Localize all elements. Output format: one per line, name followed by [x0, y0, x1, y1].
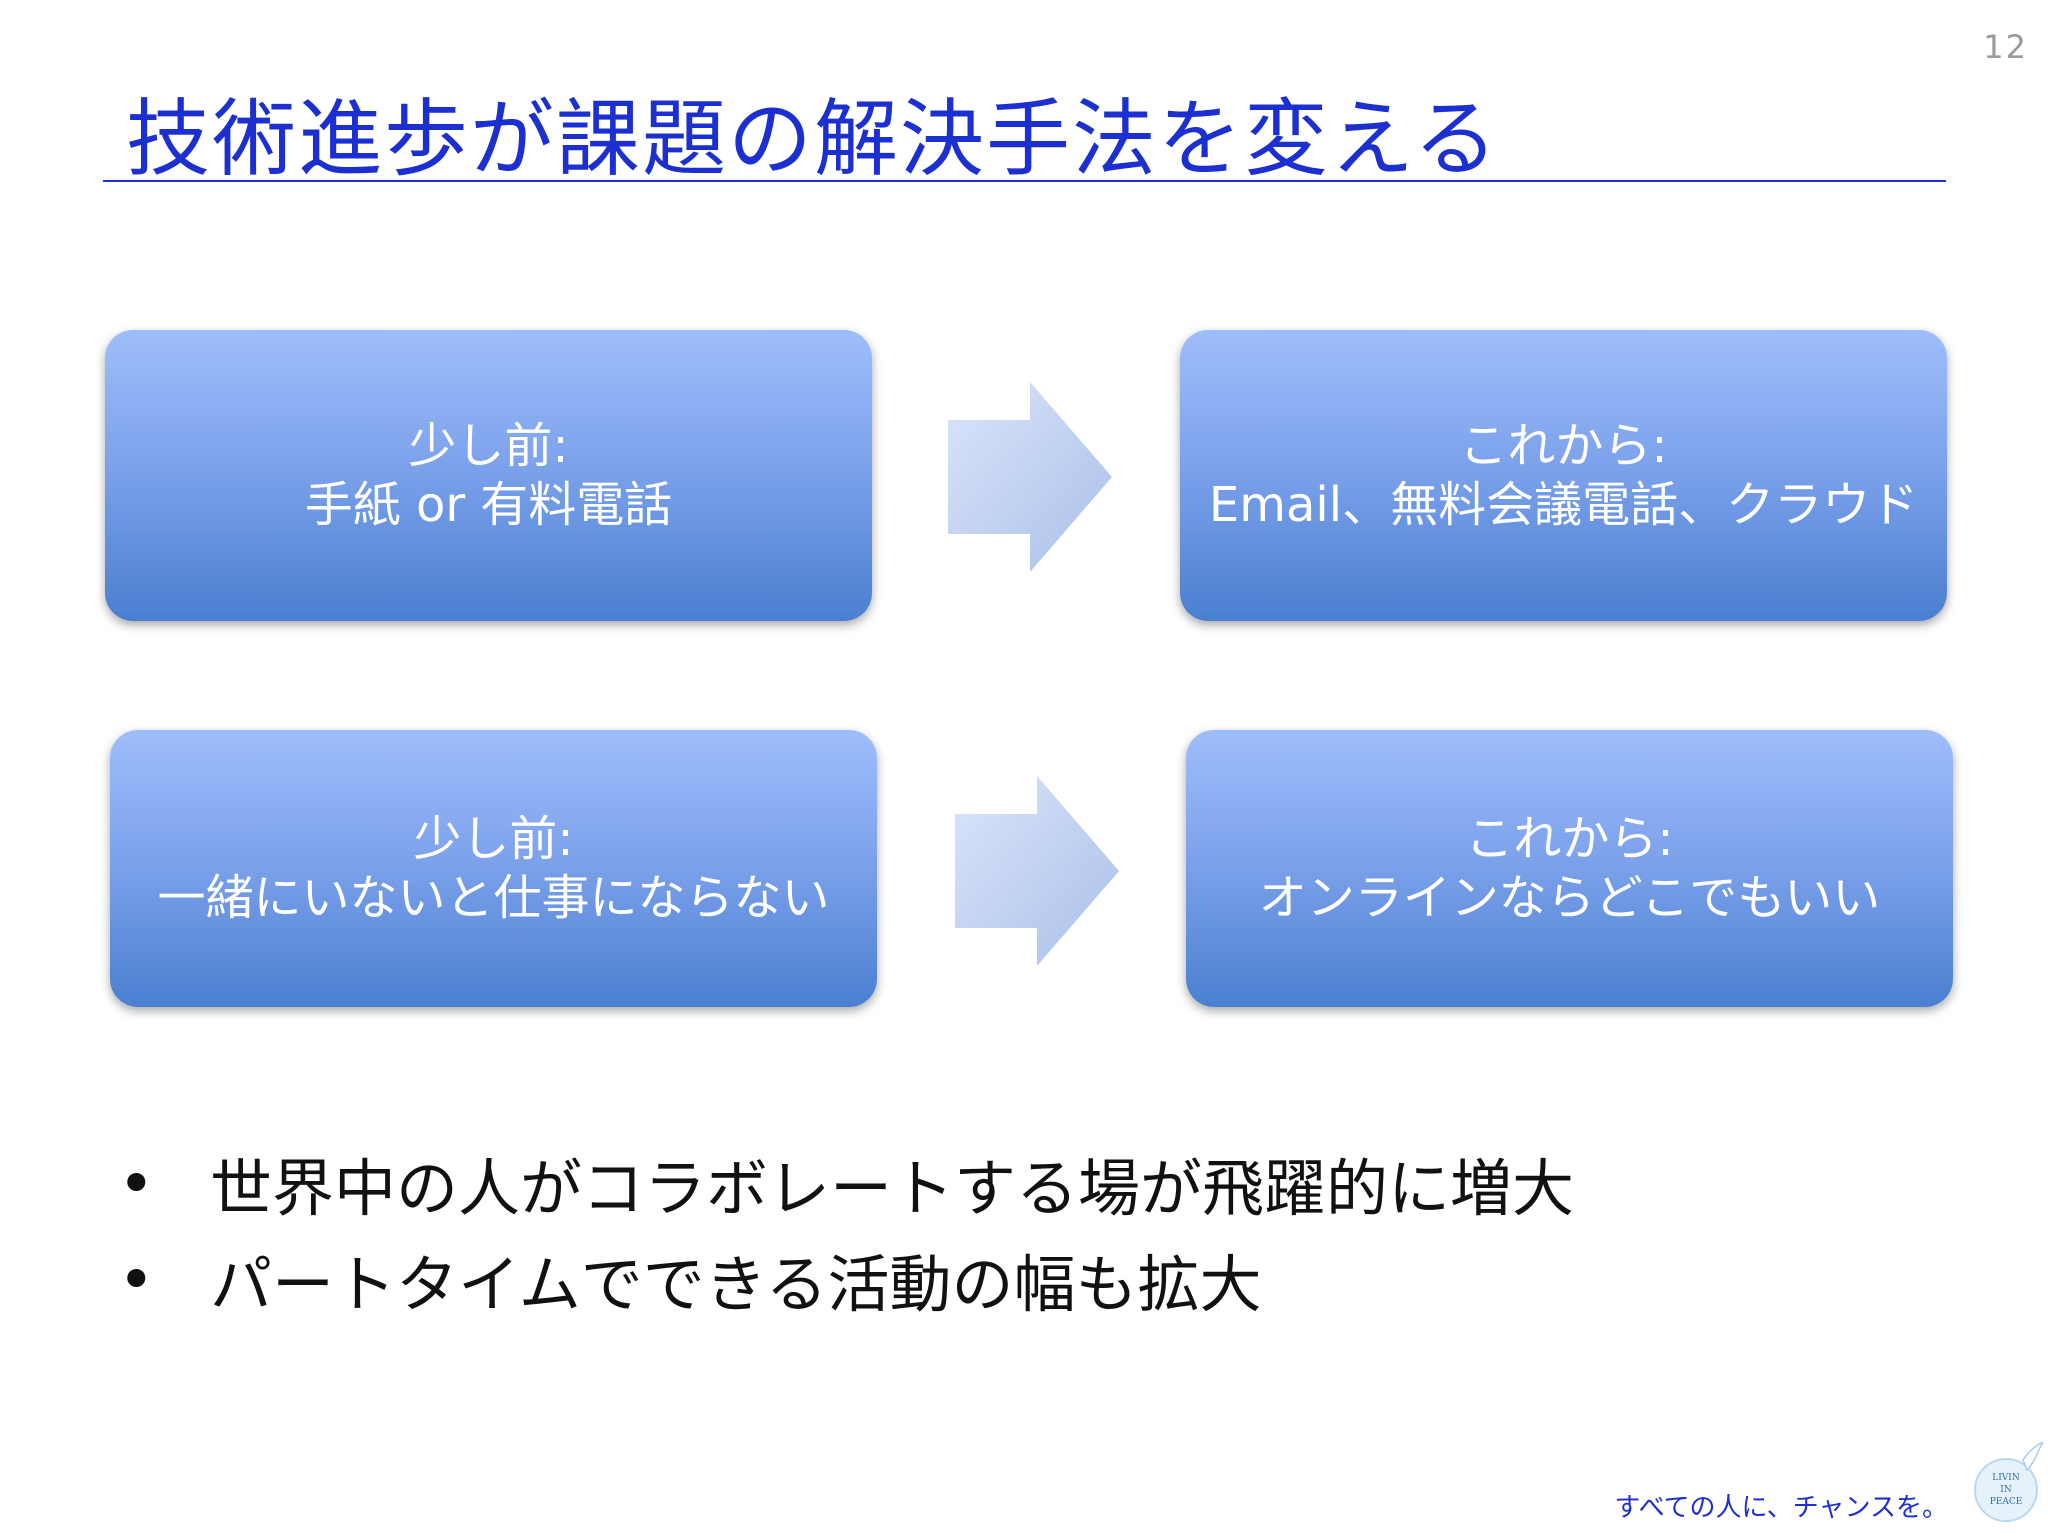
- before-label-2: 少し前:: [413, 810, 574, 867]
- after-label-1: これから:: [1459, 417, 1668, 474]
- list-item: • パートタイムでできる活動の幅も拡大: [108, 1231, 1574, 1327]
- svg-text:LIVIN: LIVIN: [1992, 1473, 2020, 1483]
- living-in-peace-logo: LIVIN IN PEACE: [1974, 1441, 2043, 1522]
- after-text-2: オンラインならどこでもいい: [1258, 869, 1881, 926]
- svg-text:IN: IN: [2000, 1485, 2012, 1495]
- right-arrow-icon: [955, 776, 1119, 966]
- before-text-2: 一緒にいないと仕事にならない: [157, 869, 830, 926]
- bullet-symbol: •: [118, 1242, 155, 1316]
- bullet-list: • 世界中の人がコラボレートする場が飛躍的に増大 • パートタイムでできる活動の…: [108, 1135, 1574, 1327]
- list-item: • 世界中の人がコラボレートする場が飛躍的に増大: [108, 1135, 1574, 1231]
- before-label-1: 少し前:: [408, 417, 569, 474]
- before-box-1: 少し前: 手紙 or 有料電話: [105, 330, 872, 621]
- bullet-text-1: 世界中の人がコラボレートする場が飛躍的に増大: [210, 1152, 1575, 1225]
- after-text-1: Email、無料会議電話、クラウド: [1208, 476, 1919, 533]
- right-arrow-icon: [948, 382, 1112, 572]
- after-box-2: これから: オンラインならどこでもいい: [1186, 730, 1953, 1007]
- svg-text:PEACE: PEACE: [1990, 1497, 2023, 1507]
- after-label-2: これから:: [1465, 810, 1674, 867]
- bullet-text-2: パートタイムでできる活動の幅も拡大: [210, 1248, 1262, 1321]
- bullet-symbol: •: [118, 1146, 155, 1220]
- before-text-1: 手紙 or 有料電話: [304, 476, 673, 533]
- page-number: 12: [1983, 28, 2028, 66]
- footer-tagline: すべての人に、チャンスを。: [1614, 1493, 1948, 1523]
- after-box-1: これから: Email、無料会議電話、クラウド: [1180, 330, 1947, 621]
- title-underline: [103, 180, 1946, 182]
- before-box-2: 少し前: 一緒にいないと仕事にならない: [110, 730, 877, 1007]
- slide-title: 技術進歩が課題の解決手法を変える: [126, 90, 1500, 188]
